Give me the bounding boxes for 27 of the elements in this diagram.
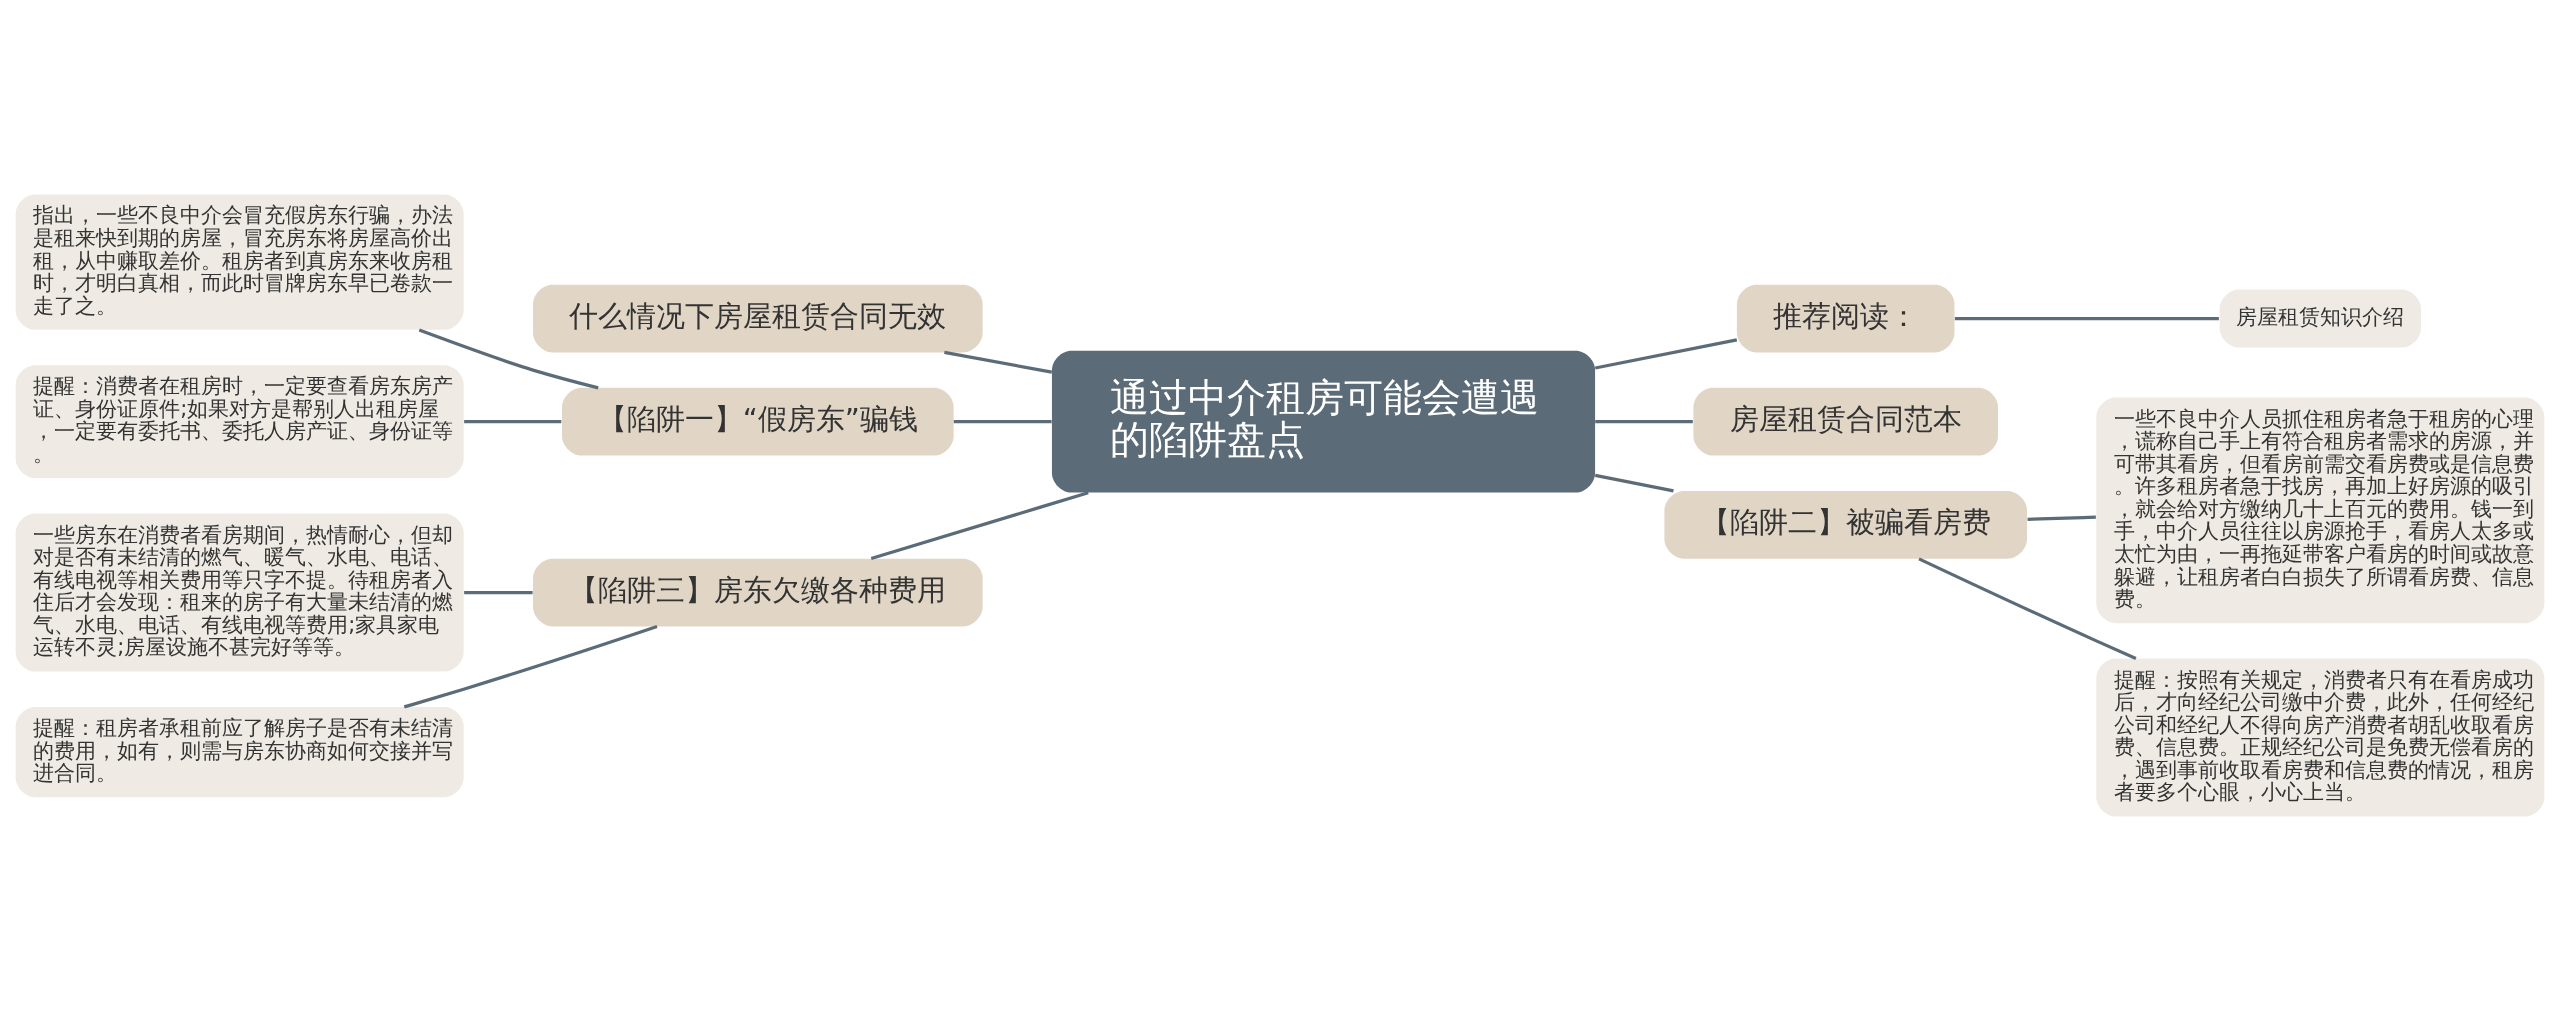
connector (1954, 316, 2219, 320)
node-box: 什么情况下房屋租赁合同无效 (533, 284, 983, 352)
connector (870, 490, 1089, 560)
node-box: 通过中介租房可能会遭遇的陷阱盘点 (1051, 350, 1596, 493)
connector (953, 419, 1052, 423)
connector (1594, 337, 1738, 370)
node-box: 一些不良中介人员抓住租房者急于租房的心理，谎称自己手上有符合租房者需求的房源，并可带其看房，但看房前需交看房费或是信息费。许多租房者急于找房，再加上好房源的吸引，就会给对方缴纳几十上百元的费用。钱一到手，中介人员往往以房源抢手，看房人太多或太忙为由，一再拖延带客户看房的时间或故意躲避，让租房者白白损失了所谓看房费、信息费。 (2096, 397, 2545, 623)
connector (944, 350, 1053, 374)
node-box: 【陷阱三】房东欠缴各种费用 (533, 558, 983, 626)
node-box: 提醒：租房者承租前应了解房子是否有未结清的费用，如有，则需与房东协商如何交接并写进合同。 (15, 706, 464, 797)
node-box: 指出，一些不良中介会冒充假房东行骗，办法是租来快到期的房屋，冒充房东将房屋高价出租，从中赚取差价。租房者到真房东来收房租时，才明白真相，而此时冒牌房东早已卷款一走了之。 (15, 193, 464, 330)
node-box: 房屋租赁合同范本 (1693, 387, 1998, 456)
connector (464, 590, 533, 594)
connector (1594, 473, 1674, 492)
connector (464, 419, 562, 423)
node-box: 推荐阅读： (1736, 284, 1955, 352)
node-box: 一些房东在消费者看房期间，热情耐心，但却对是否有未结清的燃气、暖气、水电、电话、有线电视等相关费用等只字不提。待租房者入住后才会发现：租来的房子有大量未结清的燃气、水电、电话、有线电视等费用;家具家电运转不灵;房屋设施不甚完好等等。 (15, 513, 464, 671)
connector (1918, 556, 2137, 660)
node-box: 提醒：消费者在租房时，一定要查看房东房产证、身份证原件;如果对方是帮别人出租房屋，一定要有委托书、委托人房产证、身份证等。 (15, 364, 464, 478)
node-box: 【陷阱一】“假房东”骗钱 (562, 387, 954, 456)
connector (403, 624, 658, 708)
node-box: 【陷阱二】被骗看房费 (1664, 490, 2027, 559)
connector (2027, 515, 2096, 521)
node-box: 提醒：按照有关规定，消费者只有在看房成功后，才向经纪公司缴中介费，此外，任何经纪公司和经纪人不得向房产消费者胡乱收取看房费、信息费。正规经纪公司是免费无偿看房的，遇到事前收取看房费和信息费的情况，租房者要多个心眼，小心上当。 (2096, 658, 2545, 817)
connector (1595, 419, 1693, 423)
connector (418, 328, 599, 389)
node-box: 房屋租赁知识介绍 (2219, 289, 2422, 348)
